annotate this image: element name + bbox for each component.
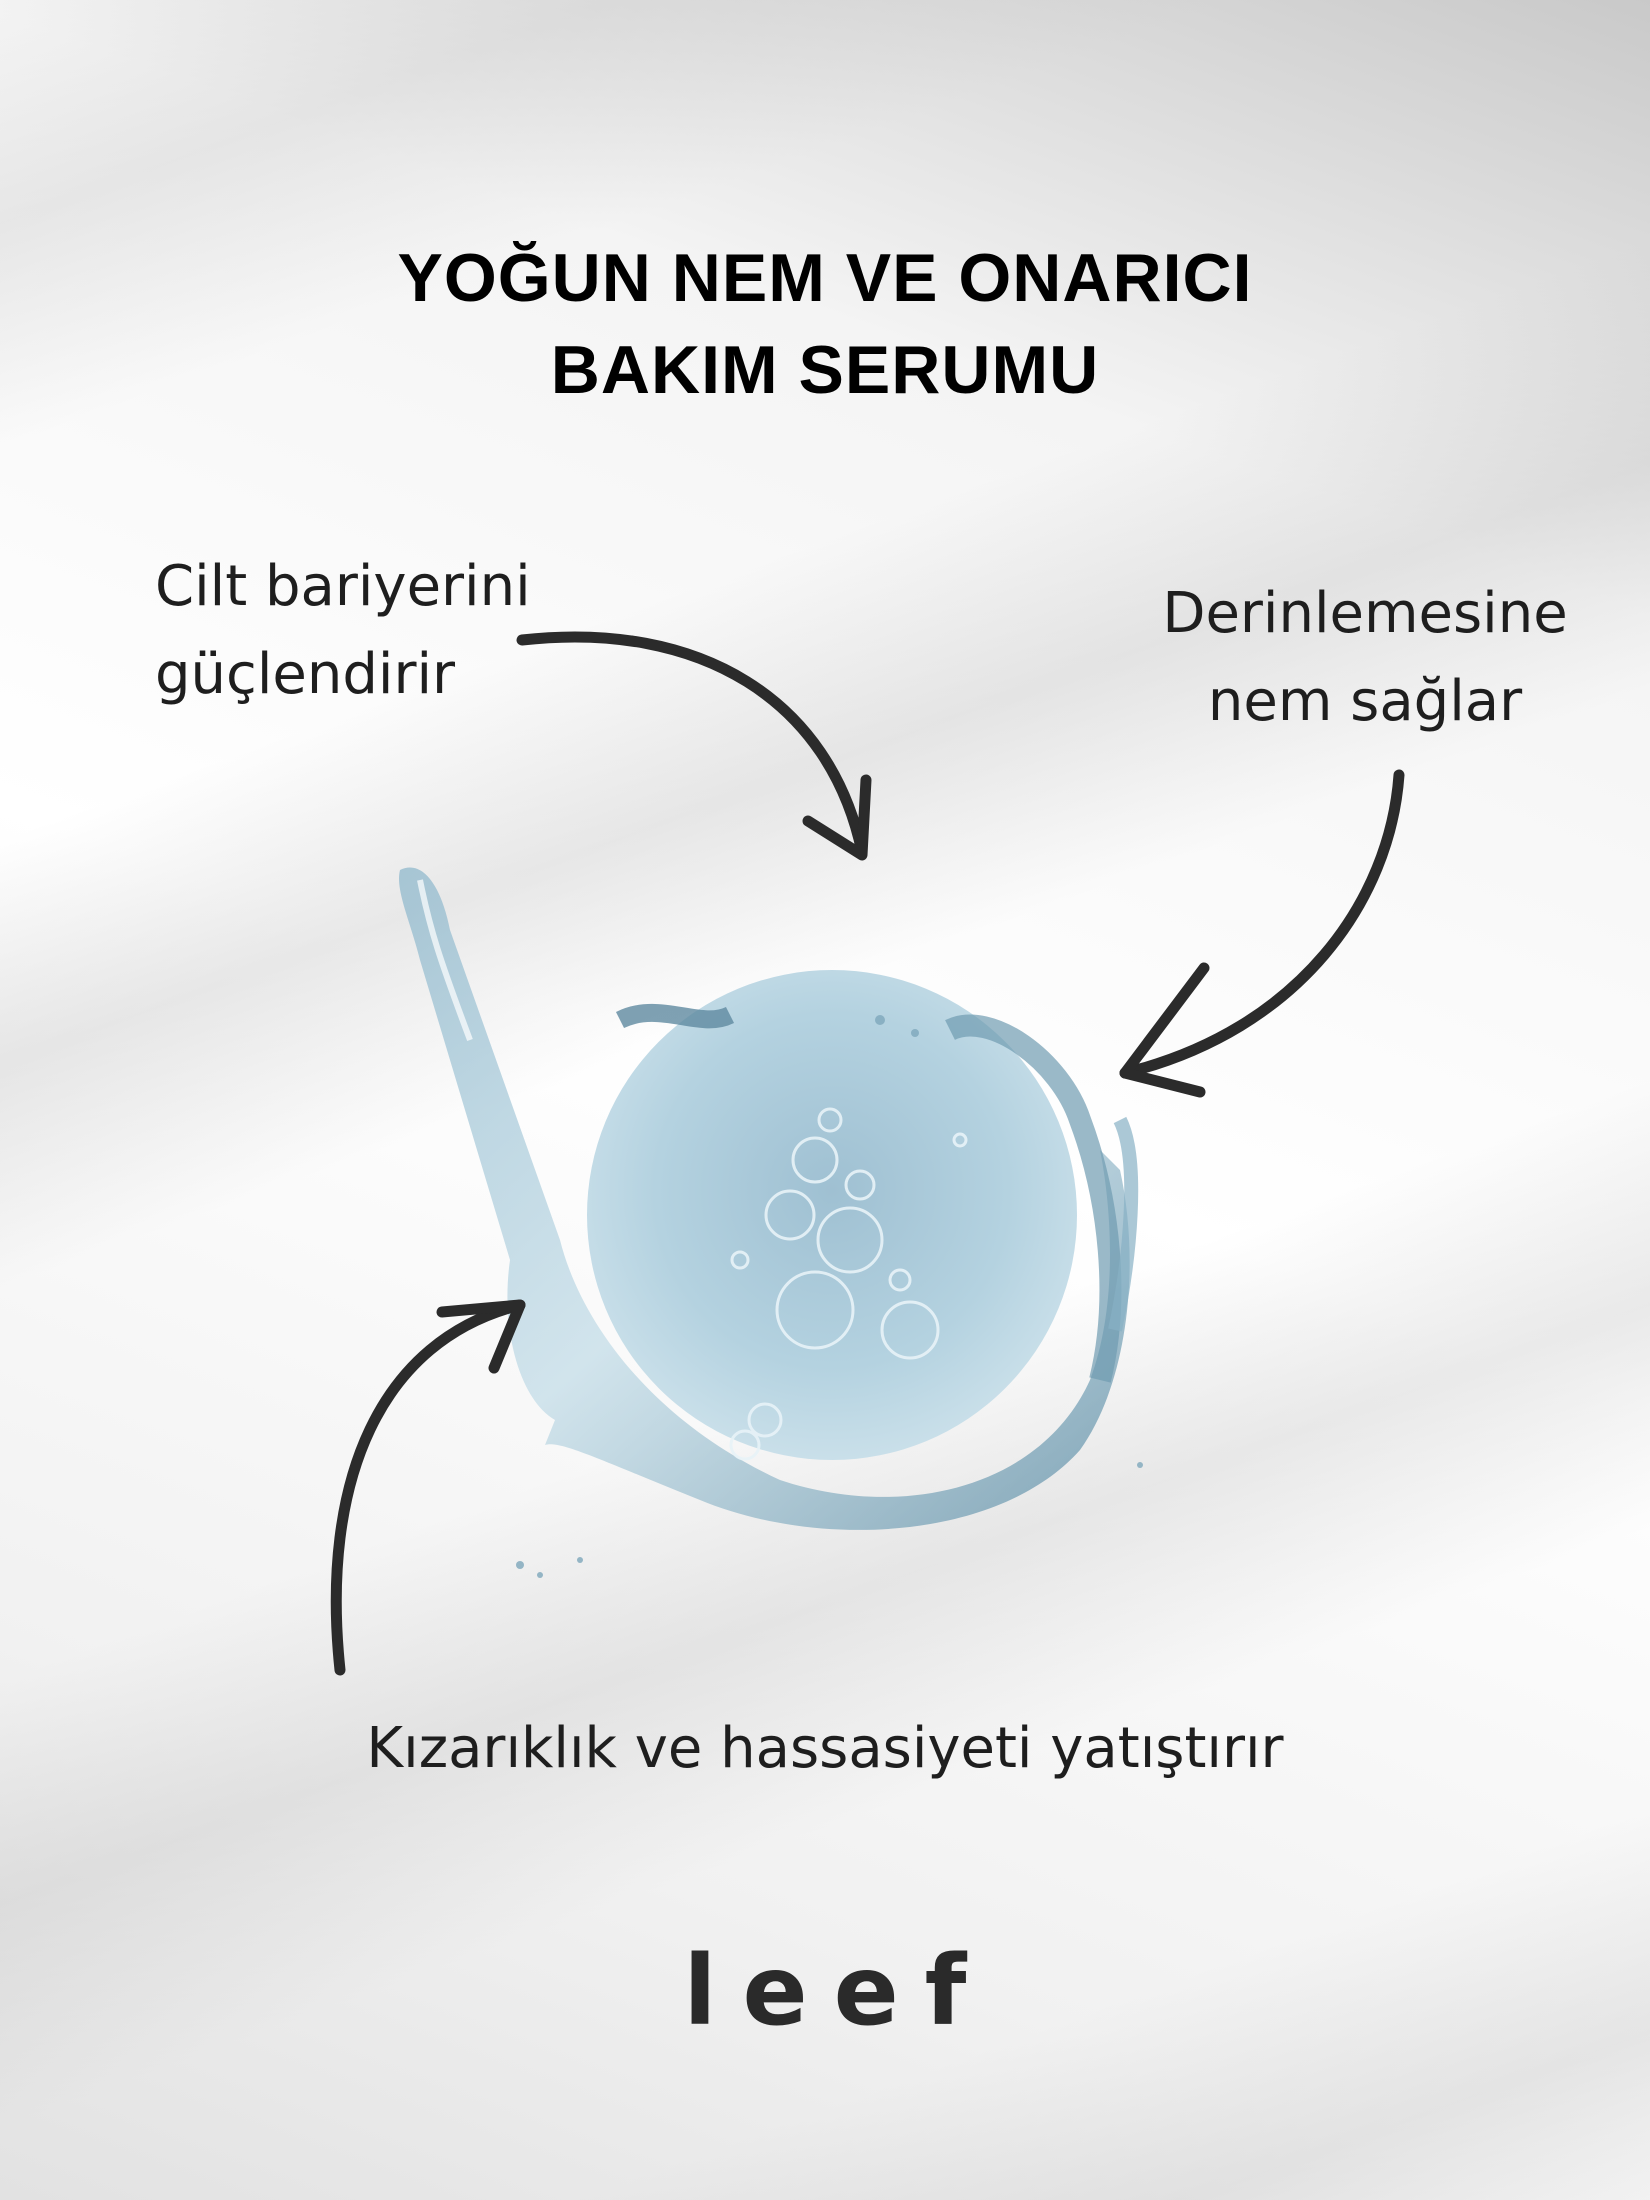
callout-moisture: Derinlemesine nem sağlar	[1130, 570, 1600, 746]
headline-line-2: BAKIM SERUMU	[550, 332, 1100, 408]
serum-splash-image	[399, 867, 1143, 1578]
callout-barrier-line-2: güçlendirir	[155, 642, 456, 707]
callout-barrier-line-1: Cilt bariyerini	[155, 554, 531, 619]
arrow-to-serum-right-icon	[1119, 769, 1405, 1098]
callout-barrier: Cilt bariyerini güçlendirir	[155, 543, 531, 719]
arrow-to-serum-top-icon	[516, 631, 872, 861]
callout-moisture-line-1: Derinlemesine	[1162, 581, 1568, 646]
headline: YOĞUN NEM VE ONARICI BAKIM SERUMU	[0, 232, 1650, 416]
callout-soothing: Kızarıklık ve hassasiyeti yatıştırır	[366, 1716, 1284, 1781]
headline-line-1: YOĞUN NEM VE ONARICI	[397, 240, 1253, 316]
brand-logo: leef	[683, 1935, 993, 2047]
callout-moisture-line-2: nem sağlar	[1207, 669, 1523, 734]
arrow-to-serum-left-icon	[330, 1299, 526, 1676]
